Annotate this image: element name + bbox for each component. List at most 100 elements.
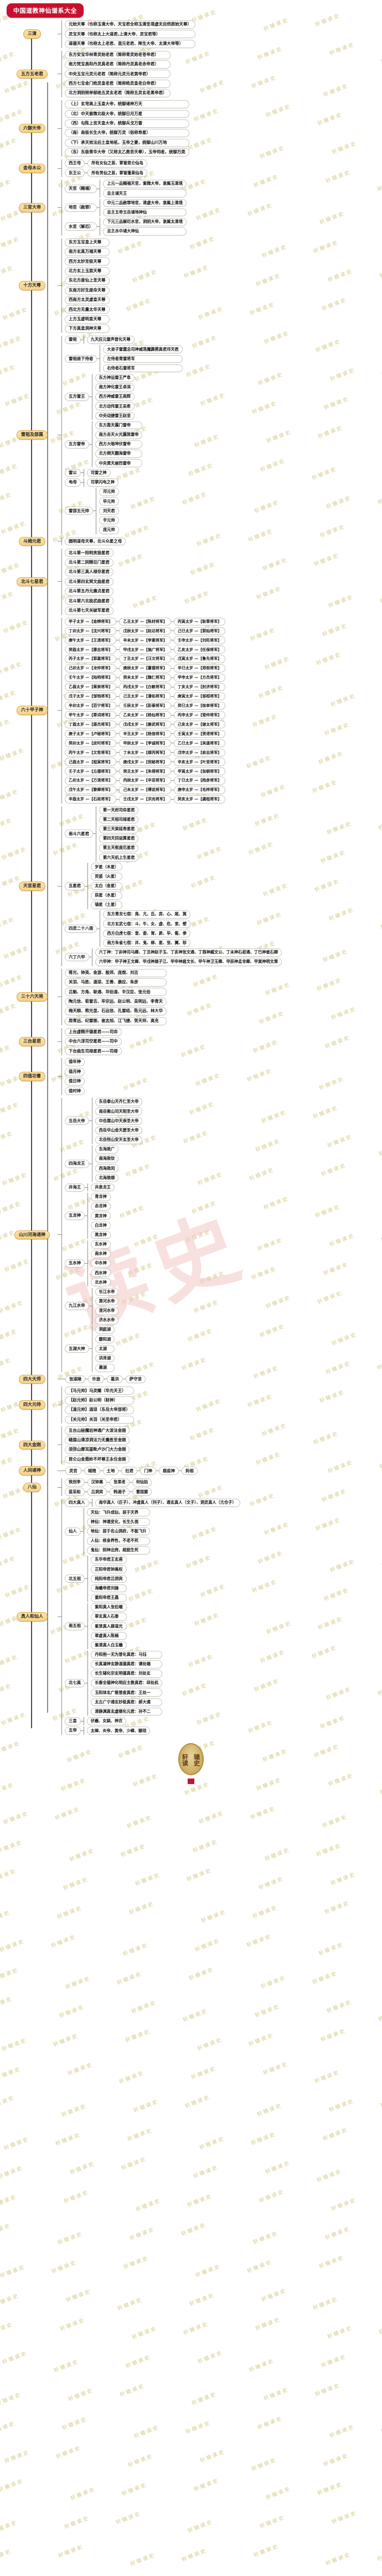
node-l3[interactable]: 邓元帅 [99, 488, 119, 496]
node-l2[interactable]: 东北方度仙上圣天尊 [65, 277, 110, 285]
node-l2[interactable]: 中央玉宝元灵元老君（简称元灵元老黄帝君） [65, 70, 171, 79]
node-l4[interactable]: 乙酉太岁 —【蒋崇将军】 [65, 683, 117, 691]
node-l1-wufang[interactable]: 五方五老君 [17, 69, 48, 79]
node-l3[interactable]: 第四天同益算星君 [99, 835, 139, 843]
node-l3[interactable]: 北水神 [91, 1278, 111, 1287]
node-l2[interactable]: 四大真人 [65, 1499, 89, 1507]
node-l3[interactable]: 第一天府司命星君 [99, 806, 139, 815]
node-l2[interactable]: 须弥山摩耳崖毗卢沙门大力金刚 [65, 1446, 130, 1454]
node-l4[interactable]: 乙未太岁 —【杨仙将军】 [119, 711, 171, 719]
node-l4[interactable]: 丁未太岁 —【缪丙将军】 [119, 748, 171, 757]
node-l4[interactable]: 丙子太岁 —【郭嘉将军】 [65, 655, 117, 663]
node-l4[interactable]: 辛卯太岁 —【范宁将军】 [65, 701, 117, 710]
node-l3[interactable]: 太皞、炎帝、黄帝、少嶂、颛顼 [86, 1727, 151, 1735]
node-l4[interactable]: 戊辰太岁 —【赵达将军】 [119, 627, 171, 635]
node-l3[interactable]: 司掌闪电之神 [86, 478, 118, 487]
node-l3[interactable]: 洪泽湖 [95, 1354, 115, 1363]
node-l4[interactable]: 庚申太岁 —【毛梓将军】 [173, 786, 226, 794]
node-l3[interactable]: 总主水中诸大神仙 [103, 227, 187, 236]
node-l4[interactable]: 己未太岁 —【傅说将军】 [119, 786, 171, 794]
node-l3[interactable]: 中央动捷雷王赵坚 [95, 411, 135, 420]
node-l3[interactable]: 丹阳抱一无为普化真君：马钰 [91, 1650, 163, 1659]
node-l1-liuyu[interactable]: 六御天帝 [19, 123, 45, 133]
node-l3[interactable]: 中水神 [91, 1259, 111, 1268]
node-l3[interactable]: 北方玄武七宿：斗、牛、女、虚、危、室、壁 [103, 920, 191, 929]
node-l3[interactable]: 长生辅化宗玄明德真君：刘处玄 [91, 1670, 163, 1678]
node-l2[interactable]: 四灵二十八宿 [65, 924, 97, 933]
node-l2[interactable]: （下）承天效法后土皇地祇，玉帝之妻，统御山川万地 [65, 138, 189, 147]
node-l1-leizu[interactable]: 雷祖及部属 [17, 430, 48, 440]
node-l4[interactable]: 丁酉太岁 —【唐杰将军】 [65, 720, 117, 729]
node-l4[interactable]: 庚寅太岁 —【邬桓将军】 [173, 692, 226, 701]
node-l3[interactable]: 清静渊真玄虚顺化元君：孙不二 [91, 1707, 163, 1716]
node-l1-beidou[interactable]: 北斗七星君 [17, 577, 48, 587]
node-l4[interactable]: 甲辰太岁 —【李诚将军】 [119, 739, 171, 748]
node-l2[interactable]: 北斗第四玄冥文曲星君 [65, 577, 113, 586]
node-l2[interactable]: 蒋光、钟英、金游、殷郊、庞煜、刘吉 [65, 968, 167, 977]
node-l1-baxian[interactable]: 八仙 [23, 1482, 41, 1492]
node-l2[interactable]: 电母 [65, 478, 81, 487]
node-l3[interactable]: 南方赤天火光震煞雷帝 [95, 430, 143, 439]
node-l3[interactable]: 重阳帝君王嚞 [91, 1593, 127, 1602]
node-l4[interactable]: 戊戌太岁 —【姜武将军】 [119, 720, 171, 729]
node-l2[interactable]: 北五祖 [65, 1574, 85, 1583]
node-l4[interactable]: 癸丑太岁 —【朱得将军】 [119, 767, 171, 775]
node-l4[interactable]: 辛巳太岁 —【郑祖将军】 [173, 664, 226, 672]
node-l4[interactable]: 壬辰太岁 —【彭泰将军】 [119, 701, 171, 710]
node-l2[interactable]: 五水神 [65, 1259, 85, 1268]
node-l3[interactable]: 何仙姑 [132, 1478, 152, 1487]
node-l2[interactable]: 灵官 [65, 1467, 81, 1475]
node-l4[interactable]: 甲午太岁 —【章词将军】 [65, 711, 117, 719]
node-l4[interactable]: 庚辰太岁 —【董德将军】 [119, 664, 171, 672]
node-l3[interactable]: 六丁神：丁卯神司马卿、丁丑神赵子玉、丁亥神张文通、丁酉神臧文公、丁未神石叔通、丁… [95, 948, 282, 957]
node-l4[interactable]: 癸卯太岁 —【皮时将军】 [65, 739, 117, 748]
node-l2[interactable]: 【马元帅】马灵耀（华光天王） [65, 1386, 134, 1395]
node-l3[interactable]: 大弟子雷霆总司神威荡魔霹雳真君邓天君 [103, 345, 183, 354]
node-l2[interactable]: 道德天尊（也称太上老君、混元老君、降生大帝、太清大帝等） [65, 39, 195, 48]
node-l2[interactable]: 雷部五元帅 [65, 507, 93, 515]
node-l2[interactable]: 井海王 [65, 1183, 85, 1192]
node-l4[interactable]: 甲申太岁 —【方杰将军】 [173, 674, 226, 682]
node-l2[interactable]: 雷公 [65, 468, 81, 477]
node-l2[interactable]: 峨眉山清凉洞法力无量胜至金刚 [65, 1436, 130, 1445]
node-l3[interactable]: 黑龙神 [91, 1230, 111, 1239]
node-l2[interactable]: 梅天顺、熊光显、石远信、孔雷结、陈元远、林大华 [65, 1007, 167, 1016]
node-l2[interactable]: 圆明道母天尊，北斗众星之母 [65, 537, 126, 546]
node-l3[interactable]: 翠玄真人石泰 [91, 1613, 127, 1621]
node-l1-shifang[interactable]: 十方天尊 [19, 280, 45, 290]
node-l4[interactable]: 辛未太岁 —【李素将军】 [119, 636, 171, 644]
node-l2[interactable]: 陶元信、荀雷吉、毕宗远、赵公明、吴明远、李青天 [65, 997, 167, 1006]
node-l2[interactable]: 北七真 [65, 1679, 85, 1688]
node-l4[interactable]: 乙丑太岁 —【陈材将军】 [119, 617, 171, 626]
node-l2[interactable]: 北斗第六北极武曲星君 [65, 597, 113, 606]
node-l4[interactable]: 甲寅太岁 —【张朝将军】 [173, 767, 226, 775]
node-l2[interactable]: 吕魁、方角、耿通、邓伯温、辛汉臣、张元伯 [65, 988, 167, 997]
node-l4[interactable]: 庚午太岁 —【王清将军】 [65, 636, 117, 644]
node-l2[interactable]: （北）中天紫微北极大帝，统御日月万星 [65, 109, 189, 118]
node-l4[interactable]: 己亥太岁 —【谢太将军】 [173, 720, 226, 729]
node-l2[interactable]: 门神 [140, 1467, 156, 1475]
node-l4[interactable]: 壬申太岁 —【刘旺将军】 [173, 636, 226, 644]
node-l1-liushijiazi[interactable]: 六十甲子神 [17, 706, 48, 715]
node-l3[interactable]: 中元二品赦罪地官，清虚大帝，隶属上清境 [103, 199, 187, 207]
node-l2[interactable]: 值时神 [65, 1087, 85, 1096]
node-l3[interactable]: 第五天枢度厄星君 [99, 844, 139, 852]
node-l3[interactable]: 所有女仙之首、掌管昆仑仙岛 [87, 159, 147, 168]
node-l3[interactable]: 韩湘子 [110, 1488, 130, 1496]
node-l4[interactable]: 戊午太岁 —【黎卿将军】 [65, 786, 117, 794]
node-l3[interactable]: 西海敖闰 [95, 1164, 119, 1173]
node-l3[interactable]: 中岳嵩山中天崇圣大帝 [95, 1117, 143, 1125]
node-l1-jingang[interactable]: 四大金刚 [19, 1440, 45, 1450]
node-l2[interactable]: 雷祖座下侍者 [65, 354, 97, 363]
node-l4[interactable]: 丁卯太岁 —【沈兴将军】 [65, 627, 117, 635]
node-l4[interactable]: 甲戌太岁 —【施广将军】 [119, 645, 171, 654]
node-l1-zhenren[interactable]: 真人和仙人 [17, 1612, 48, 1622]
node-l4[interactable]: 丁丑太岁 —【汪文将军】 [119, 655, 171, 663]
node-l2[interactable]: 下方真皇洞神天尊 [65, 325, 110, 333]
node-l4[interactable]: 己丑太岁 —【潘佑将军】 [119, 692, 171, 701]
node-l1-tianguanxingjun[interactable]: 天官星君 [19, 881, 45, 891]
node-l2[interactable]: 灵宝天尊（也称太上大道君,上清大帝、灵宝君等） [65, 30, 195, 39]
node-l2[interactable]: 西方七宝金门皓灵皇老君（简称皓灵皇老白帝君） [65, 79, 171, 88]
node-l2[interactable]: 三皇 [65, 1717, 81, 1725]
node-l3[interactable]: 东海敖广 [95, 1145, 119, 1154]
